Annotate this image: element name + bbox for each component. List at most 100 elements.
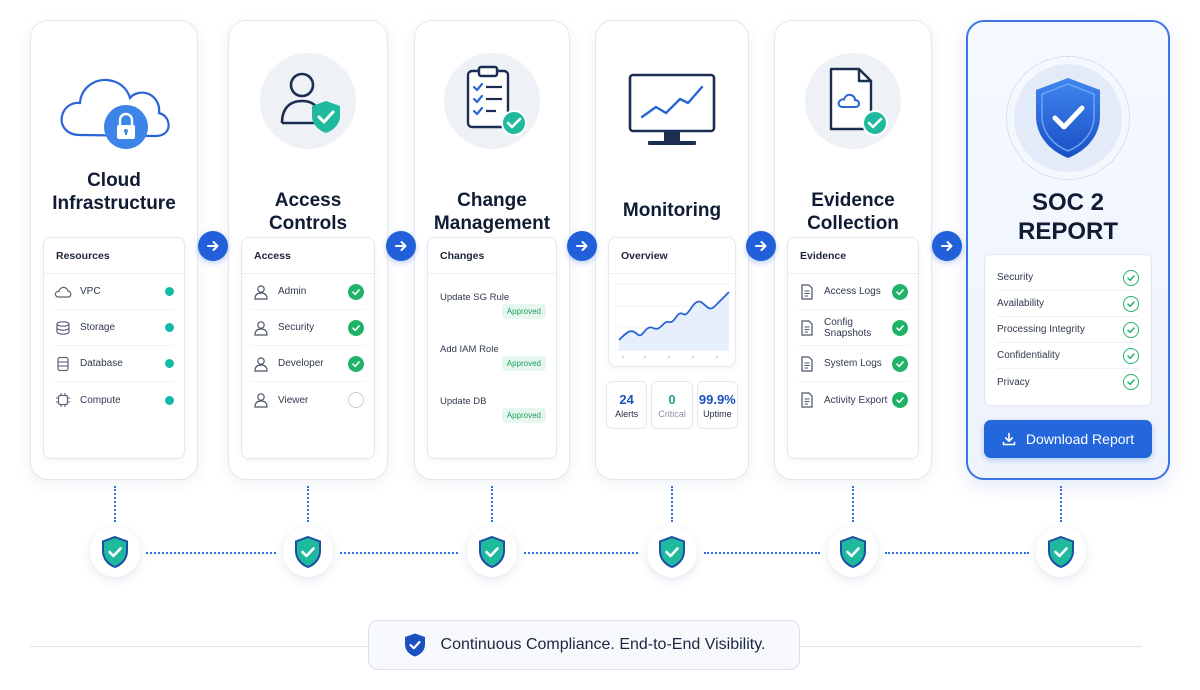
list-item[interactable]: Storage — [54, 310, 174, 346]
flow-arrow-icon — [198, 231, 228, 261]
stage-title: Evidence Collection — [807, 190, 899, 234]
check-circle-icon — [892, 392, 908, 408]
stat-label: Uptime — [703, 408, 732, 419]
row-label: Viewer — [278, 394, 309, 406]
check-circle-icon — [892, 283, 908, 300]
connector-line — [1060, 486, 1062, 522]
empty-circle-icon — [348, 392, 364, 408]
stage-card-access-controls: Access Controls Access Admin Security De… — [228, 20, 388, 480]
soc2-report-card: SOC 2 REPORT Security Availability Proce… — [966, 20, 1170, 480]
list-item[interactable]: Admin — [252, 274, 364, 310]
shield-check-icon — [283, 527, 333, 577]
user-icon — [252, 391, 270, 409]
shield-check-icon — [1036, 527, 1086, 577]
list-item[interactable]: Activity Export — [798, 382, 908, 418]
check-circle-icon — [348, 283, 364, 300]
row-label: Access Logs — [824, 286, 881, 297]
connector-line — [852, 486, 854, 522]
shield-check-icon — [90, 527, 140, 577]
flow-arrow-icon — [386, 231, 416, 261]
row-label: Config Snapshots — [824, 316, 872, 339]
check-circle-icon — [1123, 374, 1139, 390]
row-label: VPC — [80, 286, 101, 297]
resources-panel: Resources VPC Storage Database — [43, 237, 185, 459]
list-item[interactable]: Add IAM Role Approved — [438, 326, 546, 378]
criteria-label: Availability — [997, 298, 1045, 309]
shield-check-icon — [404, 633, 425, 657]
check-circle-icon — [1123, 295, 1139, 312]
list-item[interactable]: Confidentiality — [997, 343, 1139, 369]
list-item[interactable]: Security — [252, 310, 364, 346]
access-panel: Access Admin Security Developer Viewer — [241, 237, 375, 459]
status-dot — [165, 395, 174, 405]
overview-panel: Overview — [608, 237, 736, 367]
connector-line — [671, 486, 673, 522]
shield-halo — [1006, 56, 1130, 180]
stat-critical[interactable]: 0 Critical — [651, 381, 693, 429]
clipboard-check-icon — [444, 53, 540, 149]
stat-value: 99.9% — [698, 391, 736, 407]
status-badge: Approved — [501, 304, 546, 319]
report-title: SOC 2 REPORT — [968, 188, 1168, 246]
criteria-label: Security — [997, 272, 1034, 283]
connector-line — [146, 552, 276, 554]
list-item[interactable]: Processing Integrity — [997, 317, 1139, 343]
list-item[interactable]: Viewer — [252, 382, 364, 418]
flow-arrow-icon — [746, 231, 776, 261]
list-item[interactable]: Config Snapshots — [798, 310, 908, 346]
connector-line — [340, 552, 458, 554]
user-icon — [252, 283, 270, 301]
stat-value: 24 — [619, 391, 634, 407]
list-item[interactable]: Compute — [54, 382, 174, 418]
document-icon — [798, 391, 816, 409]
row-label: Storage — [80, 322, 116, 333]
stat-alerts[interactable]: 24 Alerts — [606, 381, 648, 429]
list-item[interactable]: Update DB Approved — [438, 378, 546, 430]
list-item[interactable]: VPC — [54, 274, 174, 310]
document-icon — [798, 355, 816, 373]
criteria-label: Processing Integrity — [997, 324, 1085, 335]
download-report-label: Download Report — [1025, 431, 1135, 447]
criteria-label: Confidentiality — [997, 350, 1060, 361]
panel-title: Resources — [44, 238, 184, 274]
check-circle-icon — [348, 355, 364, 372]
storage-icon — [54, 319, 72, 337]
stage-title: Change Management — [433, 190, 551, 234]
database-icon — [54, 355, 72, 373]
shield-check-icon — [1014, 64, 1122, 172]
connector-line — [307, 486, 309, 522]
list-item[interactable]: Database — [54, 346, 174, 382]
uptime-sparkline — [617, 283, 730, 358]
list-item[interactable]: Security — [997, 265, 1139, 291]
stats-row: 24 Alerts 0 Critical 99.9% Uptime — [606, 381, 738, 429]
document-icon — [798, 319, 816, 337]
check-circle-icon — [348, 319, 364, 336]
list-item[interactable]: System Logs — [798, 346, 908, 382]
changes-panel: Changes Update SG Rule Approved Add IAM … — [427, 237, 557, 459]
stage-title: Access Controls — [268, 190, 348, 234]
list-item[interactable]: Privacy — [997, 369, 1139, 395]
list-item[interactable]: Developer — [252, 346, 364, 382]
cloud-icon — [54, 283, 72, 301]
shield-check-icon — [647, 527, 697, 577]
evidence-panel: Evidence Access Logs Config Snapshots Sy… — [787, 237, 919, 459]
list-item[interactable]: Availability — [997, 291, 1139, 317]
connector-line — [885, 552, 1029, 554]
download-icon — [1002, 432, 1016, 446]
status-dot — [165, 287, 174, 296]
list-item[interactable]: Update SG Rule Approved — [438, 274, 546, 326]
check-circle-icon — [1123, 321, 1139, 338]
check-circle-icon — [1123, 347, 1139, 364]
stat-label: Alerts — [615, 408, 639, 419]
stage-card-change-management: Change Management Changes Update SG Rule… — [414, 20, 570, 480]
cloud-lock-icon — [54, 63, 174, 159]
row-label: Developer — [278, 358, 324, 369]
row-label: Update SG Rule — [440, 292, 510, 303]
row-label: Database — [80, 358, 123, 369]
stage-card-cloud-infrastructure: Cloud Infrastructure Resources VPC Stora… — [30, 20, 198, 480]
list-item[interactable]: Access Logs — [798, 274, 908, 310]
panel-title: Overview — [609, 238, 735, 274]
download-report-button[interactable]: Download Report — [984, 420, 1152, 458]
stat-uptime[interactable]: 99.9% Uptime — [696, 381, 738, 429]
connector-line — [491, 486, 493, 522]
